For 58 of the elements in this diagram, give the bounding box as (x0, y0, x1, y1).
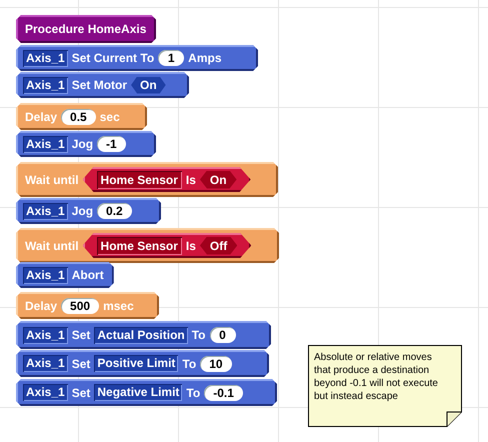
block-label: sec (100, 110, 120, 124)
block-label: Is (186, 238, 196, 252)
block-label: Wait until (25, 238, 79, 252)
command-block (16, 262, 114, 288)
control-block (16, 103, 147, 130)
block-label: Jog (72, 137, 94, 151)
command-block (16, 72, 189, 98)
command-block (16, 350, 269, 377)
block-label: msec (103, 298, 134, 312)
state-selector: Off (200, 236, 238, 254)
value-field: -0.1 (204, 384, 243, 400)
block-label: Jog (72, 204, 94, 218)
command-block (16, 198, 161, 224)
block-label: To (192, 328, 206, 342)
sensor-selector: Home Sensor (96, 170, 182, 188)
block-label: Set (72, 328, 90, 342)
block-label: Set Motor (72, 78, 128, 92)
block-label: Set Current To (72, 51, 154, 65)
value-field: -1 (97, 136, 126, 152)
axis-selector: Axis_1 (23, 136, 68, 152)
sensor-selector: Home Sensor (96, 236, 182, 254)
axis-selector: Axis_1 (23, 50, 68, 66)
block-label: To (182, 356, 196, 370)
property-selector: Actual Position (94, 326, 188, 344)
axis-selector: Axis_1 (23, 266, 68, 284)
command-block (16, 321, 271, 349)
block-label: Set (72, 356, 90, 370)
state-selector: On (200, 170, 237, 188)
value-field: 10 (200, 356, 232, 372)
property-selector: Positive Limit (94, 355, 178, 372)
axis-selector: Axis_1 (23, 326, 68, 344)
state-selector: On (131, 76, 166, 94)
block-label: Is (186, 172, 196, 186)
block-label: To (186, 386, 200, 400)
block-label: Delay (25, 298, 58, 312)
control-block (16, 228, 279, 263)
value-field: 0 (210, 327, 236, 343)
block-label: Set (72, 386, 90, 400)
value-field: 0.2 (97, 203, 132, 219)
procedure-block: Procedure HomeAxis (16, 15, 156, 43)
value-field: 1 (158, 50, 184, 66)
axis-selector: Axis_1 (23, 355, 68, 372)
command-block (16, 131, 156, 157)
block-label: Abort (72, 268, 104, 282)
block-label: Wait until (25, 172, 79, 186)
property-selector: Negative Limit (94, 384, 182, 401)
control-block (16, 292, 159, 319)
control-block (16, 162, 278, 197)
axis-selector: Axis_1 (23, 202, 68, 220)
sticky-note: Absolute or relative moves that produce a destination beyond -0.1 will not execute but instead escape (308, 345, 462, 427)
axis-selector: Axis_1 (23, 76, 68, 94)
value-field: 0.5 (61, 108, 96, 124)
block-label: Delay (25, 110, 58, 124)
command-block (16, 379, 277, 406)
command-block (16, 45, 258, 71)
axis-selector: Axis_1 (23, 384, 68, 401)
block-label: Amps (188, 51, 222, 65)
value-field: 500 (61, 298, 100, 314)
